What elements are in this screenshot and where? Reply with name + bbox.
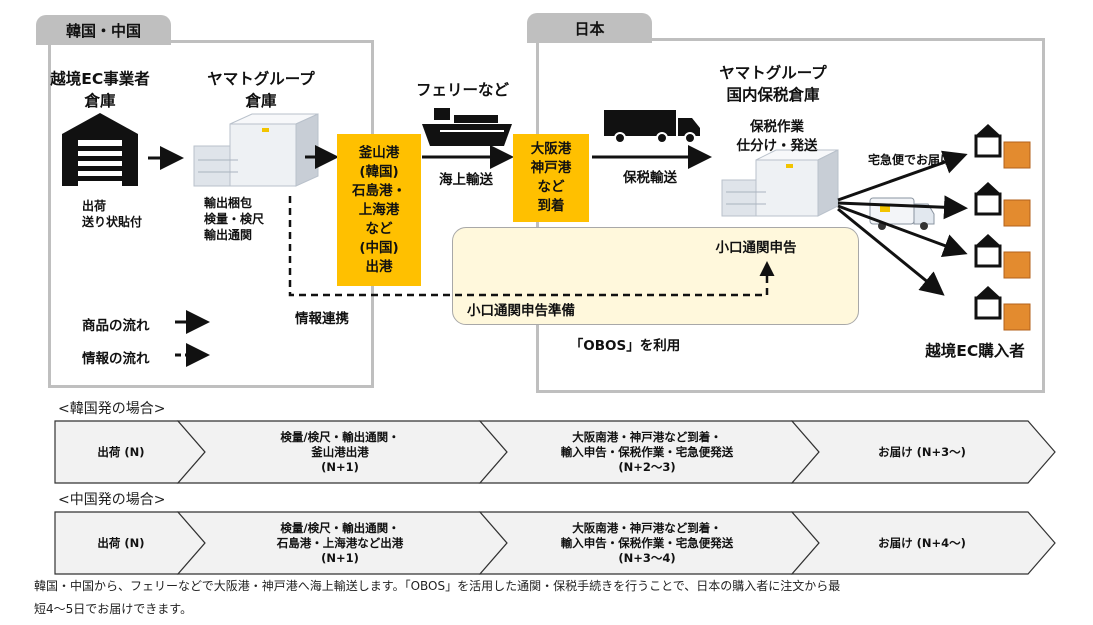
korea-step-1: 出荷 (N) [97, 444, 145, 459]
bonded-warehouse-icon [721, 149, 839, 217]
obos-label: 「OBOS」を利用 [569, 338, 681, 354]
small-customs-prep-label: 小口通関申告準備 [467, 303, 575, 319]
sea-transport-label: 海上輸送 [439, 172, 493, 188]
departure-port-box: 釜山港 (韓国) 石島港・ 上海港 など (中国) 出港 [337, 134, 421, 286]
shipping-note: 出荷 送り状貼付 [82, 199, 143, 229]
ec-operator-warehouse-label: 越境EC事業者 倉庫 [50, 70, 150, 110]
goods-flow-arrows [148, 145, 968, 296]
delivery-van-icon [869, 197, 935, 230]
korea-step-3: 大阪南港・神戸港など到着・ 輸入申告・保税作業・宅急便発送 (N+2〜3) [560, 429, 734, 474]
truck-icon [604, 110, 700, 144]
warehouse-icon [62, 113, 138, 186]
yamato-building-icon [193, 113, 319, 187]
yamato-warehouse-label: ヤマトグループ 倉庫 [207, 70, 315, 110]
china-step-4: お届け (N+4〜) [878, 535, 966, 550]
customs-area [452, 227, 859, 325]
china-timeline-chevrons [54, 511, 1056, 575]
ship-icon [422, 108, 512, 146]
korea-timeline-chevrons [54, 420, 1056, 484]
export-note: 輸出梱包 検量・検尺 輸出通関 [204, 196, 265, 242]
small-customs-declaration-label: 小口通関申告 [715, 240, 797, 256]
ec-buyer-label: 越境EC購入者 [925, 342, 1025, 360]
region-tag-korea-china: 韓国・中国 [36, 15, 171, 45]
region-tag-japan: 日本 [527, 13, 652, 43]
yamato-bonded-warehouse-label: ヤマトグループ 国内保税倉庫 [719, 64, 827, 104]
arrival-port-box: 大阪港 神戸港 など 到着 [513, 134, 589, 222]
house-icon [974, 182, 1031, 227]
korea-step-2: 検量/検尺・輸出通関・ 釜山港出港 (N+1) [280, 429, 400, 474]
house-icon [974, 234, 1031, 279]
legend-goods-flow-label: 商品の流れ [82, 318, 150, 334]
caption: 韓国・中国から、フェリーなどで大阪港・神戸港へ海上輸送します。「OBOS」を活用… [34, 579, 841, 616]
info-flow-dashed-line [288, 196, 775, 297]
korea-step-4: お届け (N+3〜) [878, 444, 966, 459]
ferry-label: フェリーなど [415, 81, 509, 99]
home-delivery-label: 宅急便でお届け [867, 153, 952, 167]
china-section-title: <中国発の場合> [58, 492, 166, 508]
legend-info-flow-label: 情報の流れ [82, 351, 150, 367]
house-icon [974, 124, 1031, 169]
house-icon [974, 286, 1031, 331]
china-step-1: 出荷 (N) [97, 535, 145, 550]
china-step-2: 検量/検尺・輸出通関・ 石島港・上海港など出港 (N+1) [276, 520, 404, 565]
info-link-label: 情報連携 [295, 311, 349, 327]
china-step-3: 大阪南港・神戸港など到着・ 輸入申告・保税作業・宅急便発送 (N+3〜4) [560, 520, 734, 565]
bonded-transport-label: 保税輸送 [623, 170, 677, 186]
korea-section-title: <韓国発の場合> [58, 401, 166, 417]
bonded-work-label: 保税作業 仕分け・発送 [736, 119, 818, 154]
